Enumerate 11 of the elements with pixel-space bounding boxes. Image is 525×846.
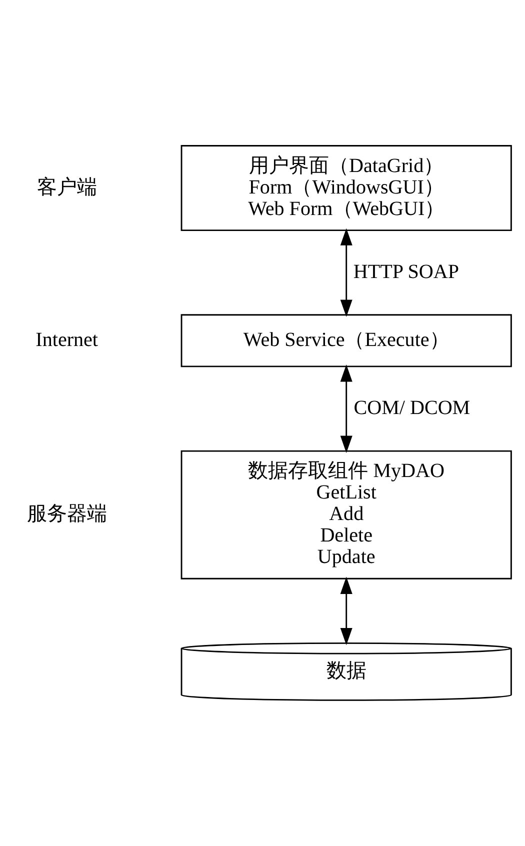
label: 服务器端 (26, 503, 107, 526)
arrow (340, 228, 352, 317)
edge-label: HTTP SOAP (353, 260, 460, 283)
label: Internet (36, 328, 98, 351)
node-box: 用户界面（DataGrid） Form（WindowsGUI） Web Form（WebGUI） (180, 145, 512, 232)
arrow (340, 364, 352, 453)
node-box: Web Service（Execute） (180, 314, 512, 368)
arrow (340, 576, 352, 646)
label: 客户端 (36, 176, 97, 198)
node-box: 数据存取组件 MyDAO GetList Add Delete Update (180, 450, 512, 580)
edge-label: COM/ DCOM (354, 397, 470, 420)
